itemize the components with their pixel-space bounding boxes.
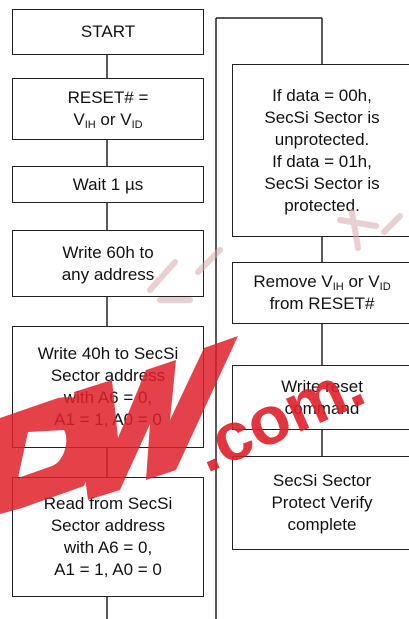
- step-if-data-line4: If data = 01h,: [272, 151, 372, 171]
- step-if-data-line1: If data = 00h,: [272, 85, 372, 105]
- step-wait: Wait 1 µs: [12, 166, 204, 203]
- step-read-line2: Sector address: [50, 516, 166, 535]
- step-reset-text: RESET# =: [67, 88, 149, 107]
- step-write40-line4: A1 = 1, A0 = 0: [54, 410, 162, 429]
- step-write40-line2: Sector address: [50, 366, 166, 385]
- step-read-line1: Read from SecSi: [43, 494, 173, 513]
- step-complete-line2: Protect Verify: [271, 493, 373, 512]
- step-start-text: START: [80, 22, 136, 41]
- step-if-data-line3: unprotected.: [274, 129, 370, 149]
- step-reset: RESET# = VIH or VID: [12, 78, 204, 140]
- step-complete: SecSi Sector Protect Verify complete: [232, 456, 409, 550]
- step-complete-line1: SecSi Sector: [272, 471, 372, 490]
- step-if-data-line5: SecSi Sector is: [264, 173, 380, 193]
- step-write60-line2: any address: [61, 264, 155, 284]
- step-read-line4: A1 = 1, A0 = 0: [54, 560, 162, 579]
- step-read-line3: with A6 = 0,: [63, 538, 153, 557]
- step-complete-line3: complete: [287, 515, 357, 534]
- step-remove-line2: from RESET#: [269, 294, 375, 313]
- step-remove-voltage: Remove VIH or VID from RESET#: [232, 262, 409, 324]
- step-write-reset: Write reset command: [232, 365, 409, 430]
- step-remove-line1: Remove VIH or VID: [253, 272, 391, 293]
- step-write-reset-line2: command: [284, 398, 360, 418]
- step-write40-line3: with A6 = 0,: [63, 388, 153, 407]
- step-write40-line1: Write 40h to SecSi: [37, 344, 179, 363]
- step-if-data-line6: protected.: [284, 195, 360, 215]
- step-wait-text: Wait 1 µs: [72, 174, 144, 194]
- step-if-data: If data = 00h, SecSi Sector is unprotect…: [232, 64, 409, 237]
- step-write-reset-line1: Write reset: [281, 376, 363, 396]
- step-write40: Write 40h to SecSi Sector address with A…: [12, 326, 204, 448]
- step-start: START: [12, 9, 204, 55]
- step-write60-line1: Write 60h to: [62, 242, 154, 262]
- step-read: Read from SecSi Sector address with A6 =…: [12, 477, 204, 597]
- step-write60: Write 60h to any address: [12, 230, 204, 297]
- step-reset-voltage: VIH or VID: [73, 110, 143, 131]
- step-if-data-line2: SecSi Sector is: [264, 107, 380, 127]
